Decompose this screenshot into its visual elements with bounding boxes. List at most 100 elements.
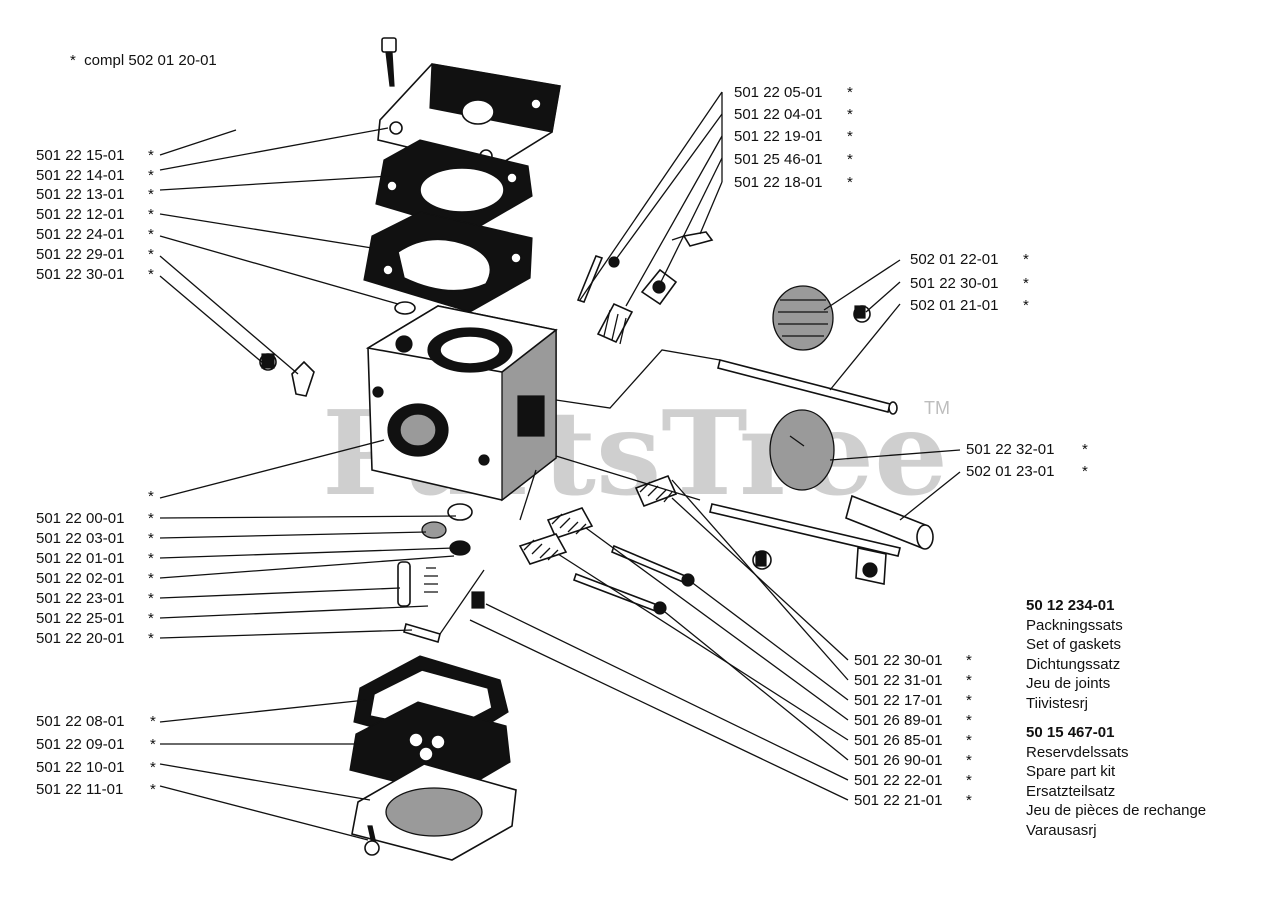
callout-r2-star: * — [1023, 275, 1029, 292]
carburetor-parts-illustration — [259, 37, 934, 861]
callout-l7-star: * — [148, 266, 154, 283]
leader-lines — [159, 91, 961, 841]
callout-b6: 501 26 90-01 — [854, 752, 942, 769]
callout-l17-star: * — [150, 736, 156, 753]
callout-l18: 501 22 10-01 — [36, 759, 124, 776]
choke-valve-part — [769, 409, 835, 491]
spare-part-kit-name-fi: Varausasrj — [1026, 821, 1097, 839]
callout-r1-star: * — [1023, 251, 1029, 268]
callout-l9: 501 22 00-01 — [36, 510, 124, 527]
callout-l17: 501 22 09-01 — [36, 736, 124, 753]
callout-l16: 501 22 08-01 — [36, 713, 124, 730]
inlet-needle-parts — [397, 503, 485, 644]
callout-l11: 501 22 01-01 — [36, 550, 124, 567]
callout-l4-star: * — [148, 206, 154, 223]
watermark-trademark: TM — [924, 398, 950, 418]
spare-part-kit-block: 50 15 467-01 Reservdelssats Spare part k… — [1026, 723, 1206, 840]
callout-l6-star: * — [148, 246, 154, 263]
callouts-right: 502 01 22-01 * 501 22 30-01 * 502 01 21-… — [910, 251, 1088, 480]
callout-r5-star: * — [1082, 463, 1088, 480]
callout-l7: 501 22 30-01 — [36, 266, 124, 283]
needle-parts-top — [576, 231, 714, 345]
callout-b8: 501 22 21-01 — [854, 792, 942, 809]
callout-t3: 501 22 19-01 — [734, 128, 822, 145]
callout-l18-star: * — [150, 759, 156, 776]
callout-l1-star: * — [148, 147, 154, 164]
callout-r3-star: * — [1023, 297, 1029, 314]
callout-l5: 501 22 24-01 — [36, 226, 124, 243]
callout-r3: 502 01 21-01 — [910, 297, 998, 314]
washer-part — [394, 301, 416, 315]
callout-l4: 501 22 12-01 — [36, 206, 124, 223]
spare-part-kit-name-en: Spare part kit — [1026, 763, 1116, 780]
callout-l1: 501 22 15-01 — [36, 147, 124, 164]
pump-diaphragm-part — [363, 211, 533, 313]
callout-t5: 501 22 18-01 — [734, 174, 822, 191]
gasket-kit-name-en: Set of gaskets — [1026, 636, 1122, 653]
callout-b4: 501 26 89-01 — [854, 712, 942, 729]
callout-l3: 501 22 13-01 — [36, 186, 124, 203]
callout-l10-star: * — [148, 530, 154, 547]
choke-shaft-part — [709, 494, 934, 585]
callout-t1: 501 22 05-01 — [734, 84, 822, 101]
callout-l9-star: * — [148, 510, 154, 527]
callout-l14: 501 22 25-01 — [36, 610, 124, 627]
callout-t1-star: * — [847, 84, 853, 101]
callout-t2-star: * — [847, 106, 853, 123]
callout-l12: 501 22 02-01 — [36, 570, 124, 587]
callout-r5: 502 01 23-01 — [966, 463, 1054, 480]
gasket-kit-name-de: Dichtungssatz — [1026, 655, 1121, 673]
callout-b5: 501 26 85-01 — [854, 732, 942, 749]
gasket-kit-number: 50 12 234-01 — [1026, 597, 1115, 614]
carburetor-body-part — [365, 305, 558, 502]
metering-diaphragm-part — [349, 701, 511, 797]
callout-l15: 501 22 20-01 — [36, 630, 124, 647]
compl-note: * compl 502 01 20-01 — [70, 52, 217, 69]
callout-b1-star: * — [966, 652, 972, 669]
callout-l2-star: * — [148, 167, 154, 184]
callout-t3-star: * — [847, 128, 853, 145]
callout-l2: 501 22 14-01 — [36, 167, 124, 184]
callout-r2: 501 22 30-01 — [910, 275, 998, 292]
callout-r4-star: * — [1082, 441, 1088, 458]
bottom-screw-part — [364, 825, 380, 856]
callout-t2: 501 22 04-01 — [734, 106, 822, 123]
throttle-valve-part — [772, 285, 871, 351]
callout-b7-star: * — [966, 772, 972, 789]
metering-cover-part — [351, 763, 517, 861]
callout-r4: 501 22 32-01 — [966, 441, 1054, 458]
callout-b1: 501 22 30-01 — [854, 652, 942, 669]
callout-l12-star: * — [148, 570, 154, 587]
callout-b3: 501 22 17-01 — [854, 692, 942, 709]
callout-l5-star: * — [148, 226, 154, 243]
spare-part-kit-name-de: Ersatzteilsatz — [1026, 782, 1116, 800]
callout-b6-star: * — [966, 752, 972, 769]
callout-l16-star: * — [150, 713, 156, 730]
callout-b7: 501 22 22-01 — [854, 772, 942, 789]
callouts-bottom-right: 501 22 30-01 * 501 22 31-01 * 501 22 17-… — [854, 652, 972, 809]
throttle-shaft-part — [717, 359, 898, 415]
gasket-kit-block: 50 12 234-01 Packningssats Set of gasket… — [1026, 596, 1123, 713]
callout-l19: 501 22 11-01 — [36, 781, 123, 798]
callout-b3-star: * — [966, 692, 972, 709]
callout-b5-star: * — [966, 732, 972, 749]
callout-l14-star: * — [148, 610, 154, 627]
callout-l6: 501 22 29-01 — [36, 246, 124, 263]
spare-part-kit-name-fr: Jeu de pièces de rechange — [1026, 802, 1207, 819]
top-screw-part — [381, 37, 397, 87]
gasket-kit-name-fi: Tiivistesrj — [1026, 694, 1088, 712]
pump-gasket-part — [375, 139, 533, 233]
callout-t5-star: * — [847, 174, 853, 191]
springs-and-needles — [518, 474, 695, 615]
callout-l19-star: * — [150, 781, 156, 798]
callout-l15-star: * — [148, 630, 154, 647]
callouts-left: 501 22 15-01 * 501 22 14-01 * 501 22 13-… — [36, 147, 156, 798]
callout-b2: 501 22 31-01 — [854, 672, 942, 689]
spare-part-kit-number: 50 15 467-01 — [1026, 724, 1115, 741]
gasket-kit-name-sv: Packningssats — [1026, 616, 1123, 634]
clip-bracket-part — [259, 353, 315, 397]
callout-l8-star: * — [148, 488, 154, 505]
callout-t4: 501 25 46-01 — [734, 151, 822, 168]
